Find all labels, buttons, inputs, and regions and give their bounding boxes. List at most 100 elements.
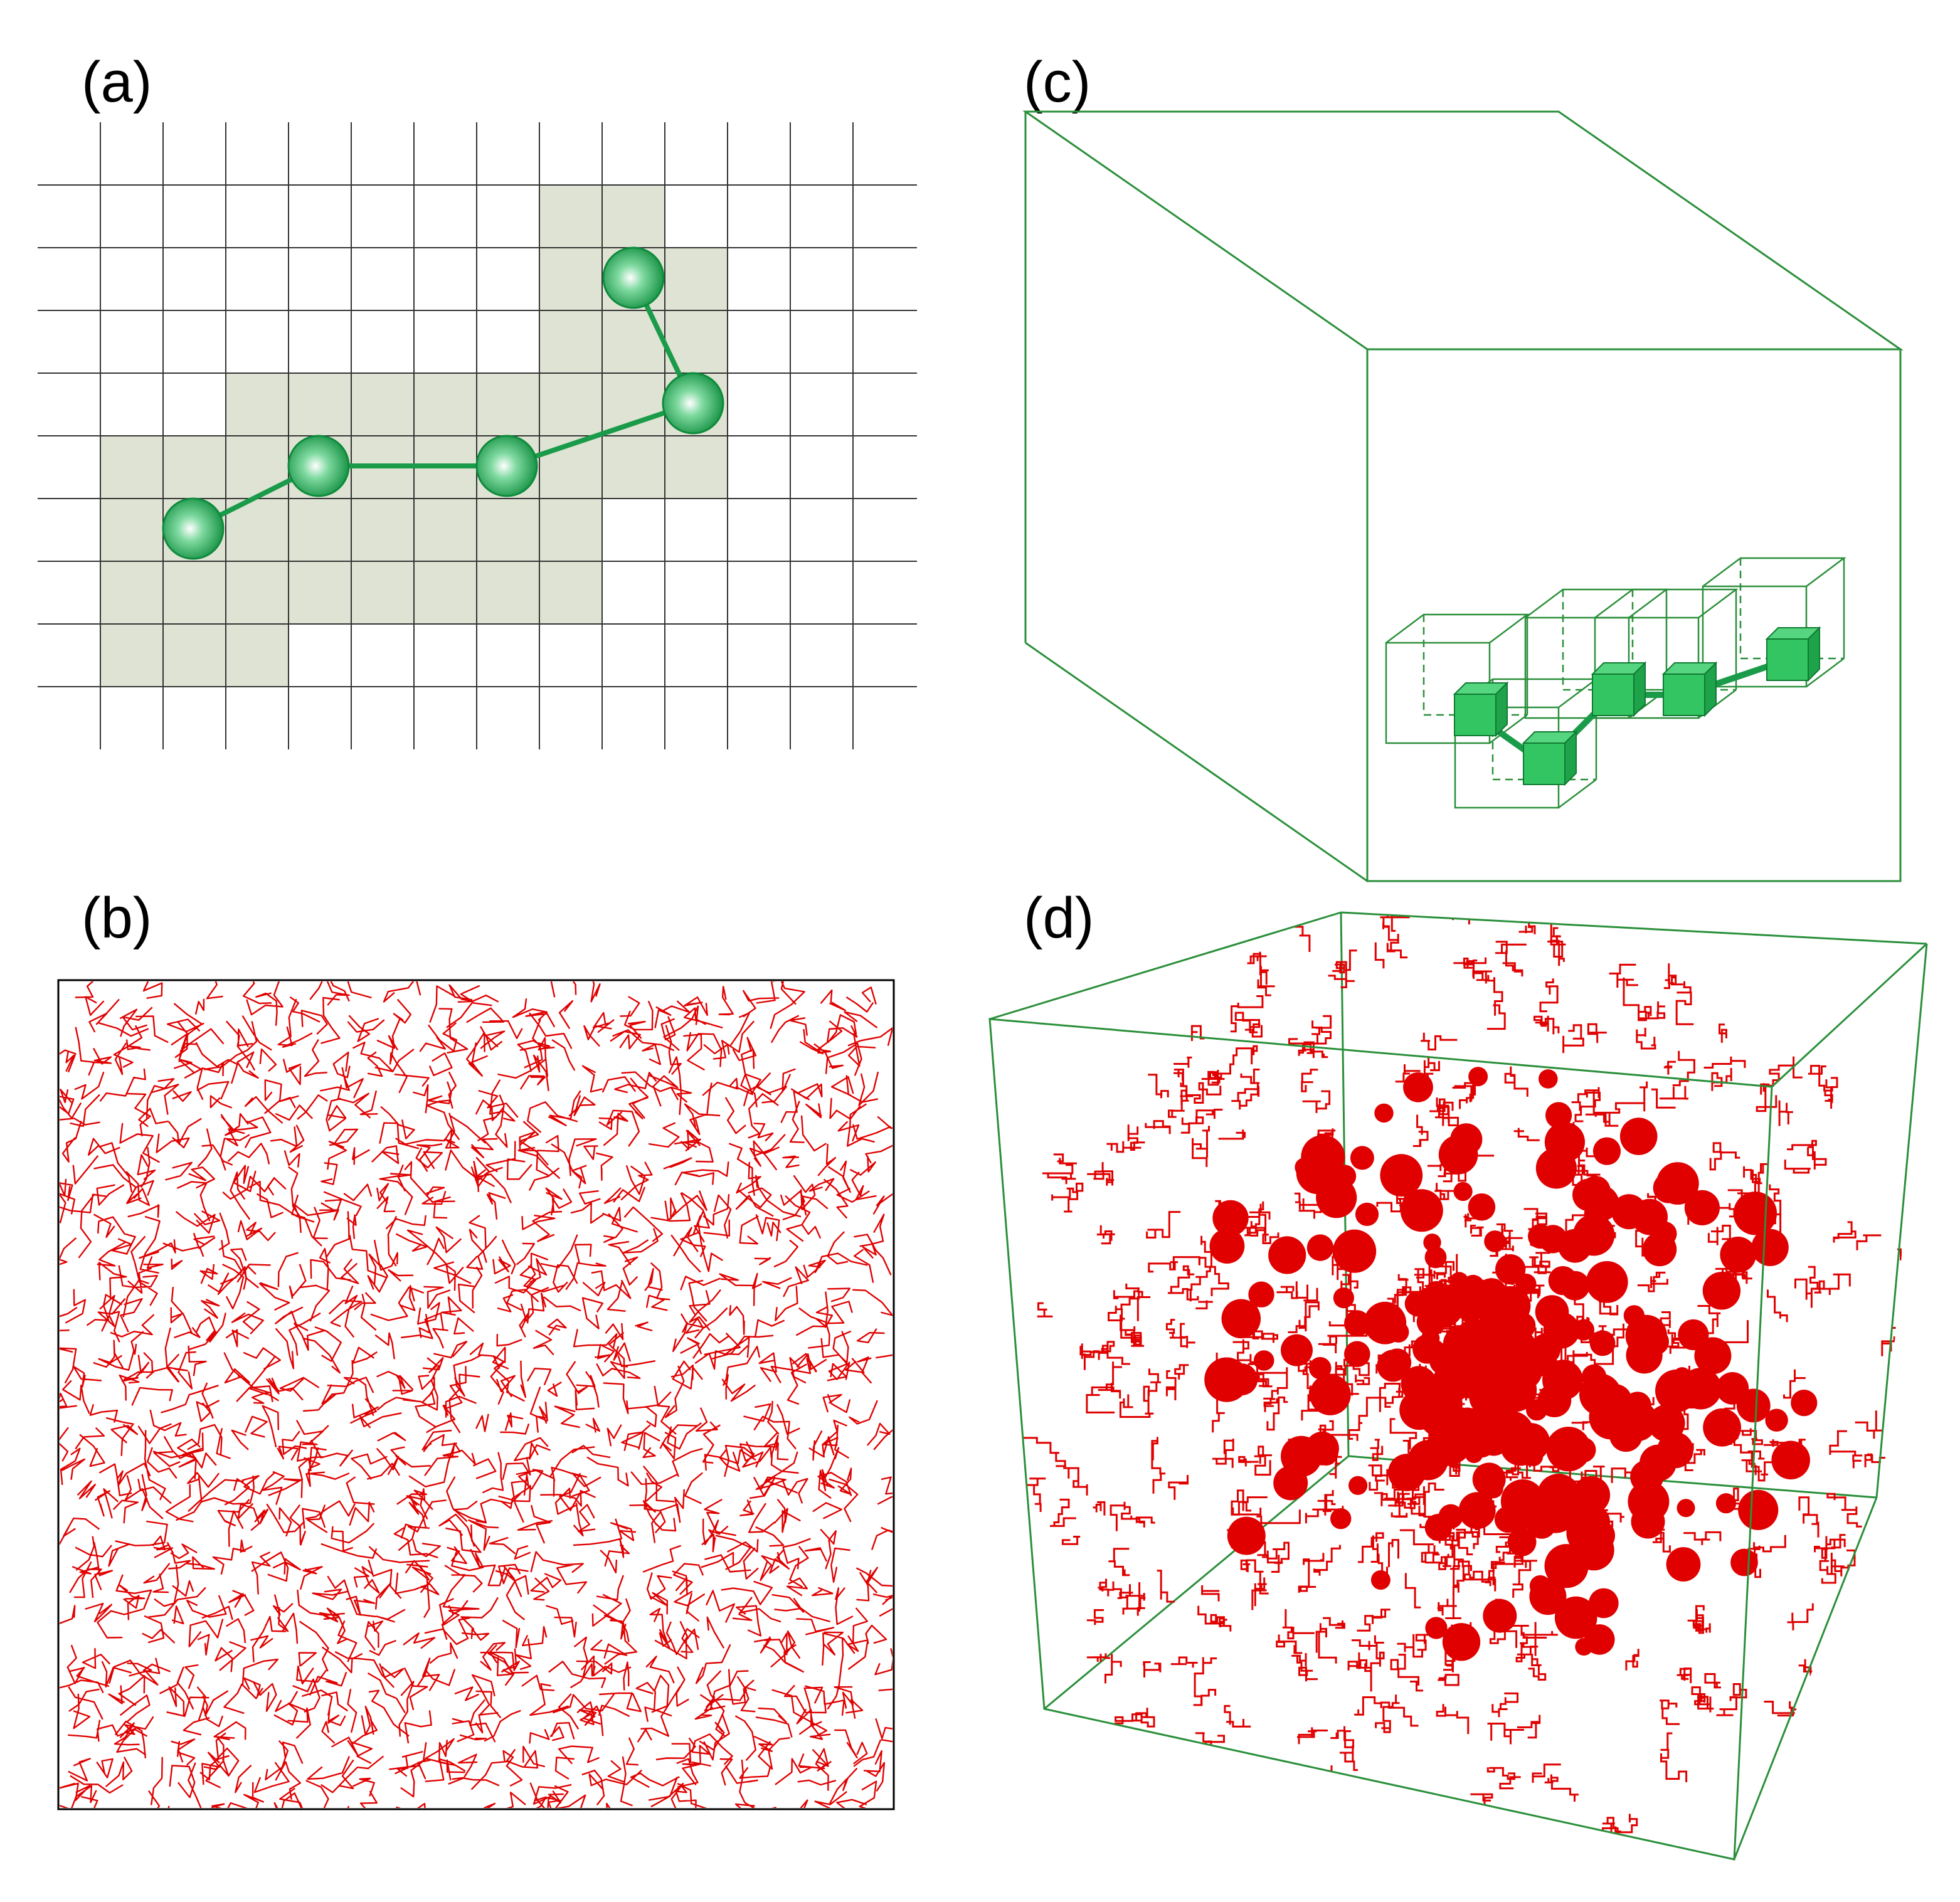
dense-chain-cluster [1348, 1476, 1368, 1495]
dense-chain-cluster [1733, 1191, 1777, 1235]
monomer-cube-front [1592, 674, 1634, 716]
dense-chain-cluster [1421, 1329, 1440, 1348]
dense-chain-cluster [1212, 1200, 1249, 1237]
dense-chain-cluster [1355, 1202, 1379, 1226]
dense-chain-cluster [1572, 1319, 1594, 1341]
dense-chain-cluster [1545, 1372, 1565, 1392]
dense-chain-cluster [1640, 1444, 1677, 1482]
dense-chain-cluster [1535, 1295, 1569, 1329]
box-frame-2d [57, 979, 895, 1810]
dense-chain-cluster [1611, 1194, 1647, 1230]
dense-chain-cluster [1330, 1508, 1352, 1530]
dense-chain-cluster [1377, 1350, 1409, 1382]
occupied-cells [100, 185, 728, 687]
panel-b: (b) [57, 886, 895, 1810]
dense-chain-cluster [1333, 1229, 1377, 1273]
dense-chain-cluster [1374, 1103, 1394, 1123]
dense-chain-cluster [1313, 1440, 1338, 1466]
dense-chain-cluster [1422, 1395, 1464, 1436]
dense-chain-cluster [1791, 1390, 1818, 1417]
dense-chain-cluster [1424, 1281, 1449, 1305]
chain-segments [60, 981, 893, 1808]
occupied-cell [289, 373, 351, 436]
occupied-cell [539, 310, 602, 373]
dense-chain-cluster [1584, 1204, 1602, 1223]
dense-chain-cluster [1677, 1499, 1695, 1518]
dense-chain-cluster [1560, 1271, 1590, 1301]
dense-chain-cluster [1599, 1397, 1623, 1421]
chain-bond [504, 401, 696, 468]
occupied-cell [226, 561, 289, 624]
dense-chain-cluster [1209, 1228, 1245, 1264]
dense-chain-cluster [1546, 1427, 1591, 1472]
dense-chain-cluster [1424, 1514, 1453, 1541]
dense-chain-cluster [1476, 1278, 1507, 1309]
dense-chain-cluster [1380, 1154, 1423, 1197]
dense-chain-cluster [1684, 1190, 1720, 1225]
occupied-cell [351, 499, 414, 561]
dense-chain-cluster [1619, 1117, 1658, 1155]
dense-chain-cluster [1736, 1388, 1771, 1423]
occupied-cell [289, 561, 351, 624]
occupied-cell [100, 436, 163, 499]
neighbor-cell-top [1594, 588, 1739, 618]
neighbor-cell-top [1525, 588, 1669, 618]
dense-chain-cluster [1738, 1489, 1779, 1530]
chain-network-2d [60, 981, 893, 1808]
chain-bead [602, 246, 665, 309]
dense-chain-cluster [1483, 1598, 1517, 1633]
dense-chain-cluster [1483, 1326, 1515, 1358]
cube-chain [1453, 626, 1821, 786]
dense-chain-cluster [1310, 1374, 1351, 1415]
dense-chain-cluster [1403, 1072, 1433, 1102]
dense-chain-cluster [1484, 1230, 1507, 1252]
dense-chain-cluster [1656, 1162, 1699, 1205]
occupied-cell [539, 185, 602, 248]
dense-chain-cluster [1582, 1519, 1615, 1552]
dense-chain-cluster [1771, 1440, 1810, 1480]
monomer-cube-front [1523, 742, 1565, 785]
occupied-cell [226, 373, 289, 436]
chain-bead [287, 435, 350, 497]
occupied-cell [539, 561, 602, 624]
occupied-cell [477, 373, 539, 436]
occupied-cell [602, 436, 665, 499]
dense-chain-cluster [1512, 1423, 1550, 1462]
dense-chain-cluster [1666, 1547, 1701, 1582]
dense-chain-cluster [1268, 1236, 1306, 1274]
occupied-cell [289, 499, 351, 561]
dense-chain-cluster [1509, 1313, 1536, 1339]
neighbor-cell-side [1558, 779, 1597, 808]
dense-chain-cluster [1458, 1492, 1496, 1530]
cube-front-edges [988, 911, 1928, 1861]
occupied-cell [414, 373, 477, 436]
dense-chain-cluster [1592, 1137, 1621, 1165]
dense-chain-cluster [1544, 1122, 1585, 1163]
dense-chain-cluster [1507, 1527, 1537, 1556]
dense-chain-cluster [1221, 1299, 1261, 1339]
monomer-cube-front [1766, 638, 1809, 681]
occupied-cell [226, 624, 289, 687]
dense-chain-cluster [1333, 1287, 1354, 1309]
dense-chain-cluster [1586, 1261, 1628, 1303]
panel-a: (a) [38, 50, 917, 749]
dense-chain-cluster [1444, 1276, 1487, 1319]
dense-chain-cluster [1642, 1328, 1669, 1356]
dense-chain-cluster [1539, 1225, 1567, 1254]
dense-chain-cluster [1424, 1246, 1447, 1269]
dense-chain-cluster [1765, 1408, 1788, 1432]
dense-chain-cluster [1694, 1337, 1732, 1375]
occupied-cell [351, 561, 414, 624]
panel-c: (c) [1022, 50, 1904, 882]
dense-chain-cluster [1453, 1181, 1473, 1202]
dense-chain-cluster [1273, 1466, 1308, 1501]
dense-chain-cluster [1248, 1281, 1274, 1308]
dense-chain-cluster [1466, 1429, 1496, 1458]
occupied-cell [100, 499, 163, 561]
dense-chain-cluster [1253, 1350, 1274, 1371]
dense-chain-cluster [1468, 1067, 1488, 1087]
chain-walks [990, 912, 1927, 1849]
dense-chain-cluster [1425, 1617, 1448, 1639]
dense-chain-cluster [1227, 1516, 1266, 1555]
dense-chain-cluster [1281, 1334, 1313, 1366]
